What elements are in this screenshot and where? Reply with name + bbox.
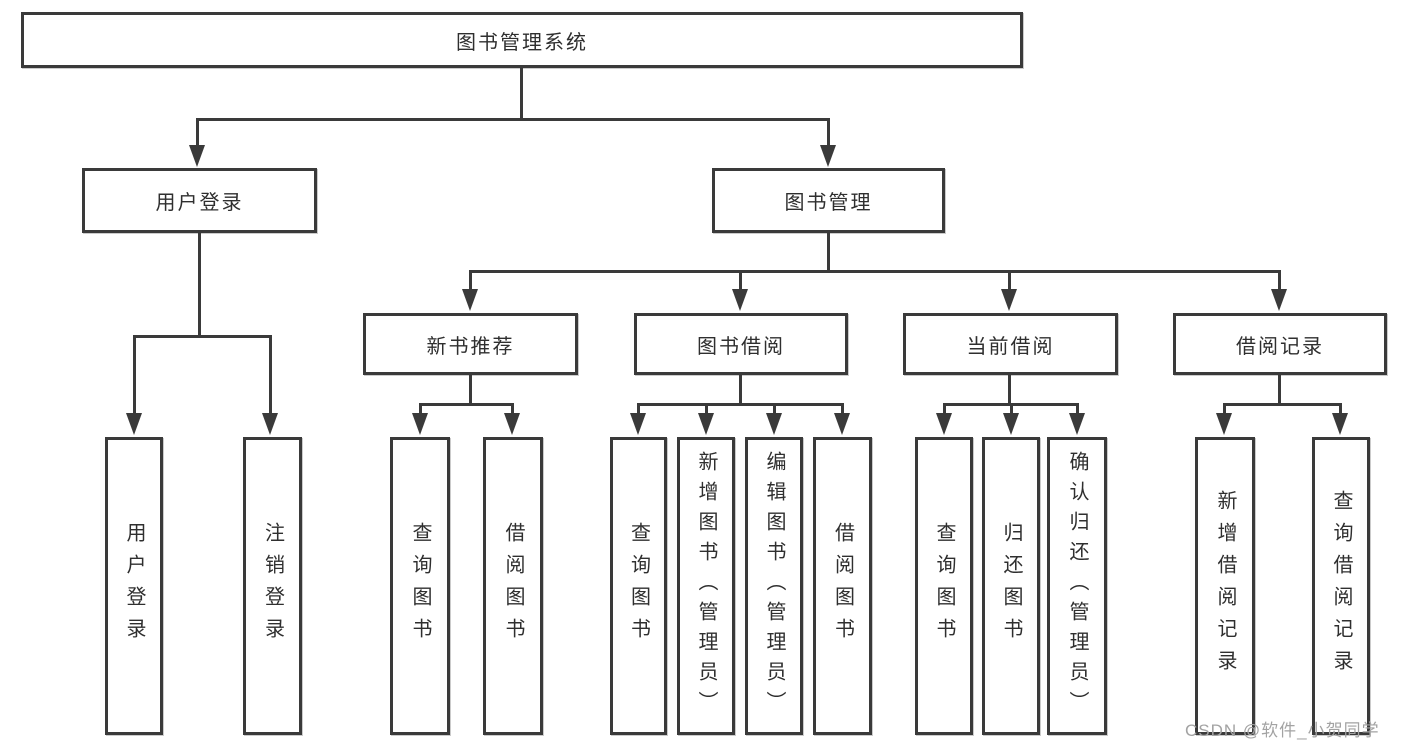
node-label: 借阅记录: [1236, 335, 1324, 358]
connector-book-mgmt-stem: [827, 233, 830, 272]
node-label: 图书管理系统: [456, 31, 588, 54]
node-leaf-user-login: 用户登录: [105, 437, 163, 735]
node-label: 新增借阅记录: [1214, 490, 1236, 682]
node-label: 用户登录: [155, 192, 244, 214]
node-label: 注销登录: [261, 522, 284, 650]
connector-drop-br-add: [1223, 403, 1226, 416]
connector-drop-bb-add: [705, 403, 708, 416]
connector-root-stem: [520, 68, 523, 120]
node-library-management-system: 图书管理系统: [21, 12, 1023, 68]
arrowhead-current-borrow: [1001, 289, 1017, 311]
connector-user-login-branch: [134, 335, 272, 338]
node-label: 当前借阅: [966, 335, 1055, 358]
connector-book-mgmt-branch: [470, 270, 1280, 273]
arrowhead-book-borrow: [732, 289, 748, 311]
arrowhead-cb-confirm: [1069, 413, 1085, 435]
node-borrowing-records: 借阅记录: [1173, 313, 1387, 375]
arrowhead-rec-query: [412, 413, 428, 435]
node-leaf-br-query-record: 查询借阅记录: [1312, 437, 1370, 735]
node-new-book-recommend: 新书推荐: [363, 313, 578, 375]
node-current-borrowing: 当前借阅: [903, 313, 1118, 375]
node-book-management: 图书管理: [712, 168, 945, 233]
connector-drop-cb-confirm: [1076, 403, 1079, 416]
node-leaf-bb-query-books: 查询图书: [610, 437, 667, 735]
arrowhead-user-login: [189, 145, 205, 167]
arrowhead-bb-add: [698, 413, 714, 435]
arrowhead-bb-edit: [766, 413, 782, 435]
connector-drop-rec-borrow: [511, 403, 514, 416]
arrowhead-ul-login: [126, 413, 142, 435]
arrowhead-br-query: [1332, 413, 1348, 435]
connector-new-book-rec-stem: [469, 375, 472, 405]
node-label: 查询图书: [409, 522, 431, 650]
arrowhead-new-book-rec: [462, 289, 478, 311]
node-label: 编辑图书（管理员）: [763, 451, 785, 721]
node-leaf-br-add-record: 新增借阅记录: [1195, 437, 1255, 735]
node-label: 图书管理: [784, 192, 873, 214]
connector-root-branch: [197, 118, 830, 121]
arrowhead-borrow-records: [1271, 289, 1287, 311]
csdn-watermark: CSDN @软件_小贺同学: [1185, 721, 1380, 740]
connector-drop-current-borrow: [1008, 270, 1011, 292]
connector-current-borrow-stem: [1008, 375, 1011, 405]
arrowhead-cb-query: [936, 413, 952, 435]
node-label: 新书推荐: [426, 335, 515, 358]
node-label: 用户登录: [123, 522, 145, 650]
connector-user-login-stem: [198, 233, 201, 337]
connector-new-book-rec-branch: [420, 403, 514, 406]
node-label: 图书借阅: [697, 335, 785, 358]
arrowhead-book-mgmt: [820, 145, 836, 167]
node-leaf-rec-query-books: 查询图书: [390, 437, 450, 735]
connector-drop-book-borrow: [739, 270, 742, 292]
node-label: 借阅图书: [502, 522, 524, 650]
connector-drop-ul-login: [133, 335, 136, 415]
node-label: 借阅图书: [831, 522, 854, 650]
node-leaf-bb-borrow-books: 借阅图书: [813, 437, 872, 735]
node-leaf-cb-return-books: 归还图书: [982, 437, 1040, 735]
connector-borrow-records-branch: [1224, 403, 1342, 406]
node-book-borrowing: 图书借阅: [634, 313, 848, 375]
connector-book-borrow-stem: [739, 375, 742, 405]
connector-drop-book-mgmt: [827, 118, 830, 148]
connector-drop-bb-query: [637, 403, 640, 416]
connector-drop-bb-edit: [773, 403, 776, 416]
connector-drop-borrow-records: [1278, 270, 1281, 292]
connector-drop-user-login: [196, 118, 199, 148]
node-label: 查询图书: [627, 522, 650, 650]
arrowhead-cb-return: [1003, 413, 1019, 435]
node-label: 新增图书（管理员）: [695, 451, 717, 721]
connector-drop-new-book-rec: [469, 270, 472, 292]
arrowhead-bb-query: [630, 413, 646, 435]
connector-book-borrow-branch: [638, 403, 843, 406]
node-leaf-rec-borrow-books: 借阅图书: [483, 437, 543, 735]
node-user-login: 用户登录: [82, 168, 317, 233]
node-label: 归还图书: [1000, 522, 1022, 650]
node-leaf-cb-query-books: 查询图书: [915, 437, 973, 735]
connector-drop-cb-return: [1010, 403, 1013, 416]
node-label: 查询借阅记录: [1330, 490, 1352, 682]
node-leaf-logout: 注销登录: [243, 437, 302, 735]
connector-drop-rec-query: [419, 403, 422, 416]
connector-borrow-records-stem: [1278, 375, 1281, 405]
node-leaf-bb-edit-books-admin: 编辑图书（管理员）: [745, 437, 803, 735]
connector-drop-ul-logout: [269, 335, 272, 415]
node-leaf-bb-add-books-admin: 新增图书（管理员）: [677, 437, 735, 735]
node-leaf-cb-confirm-return-admin: 确认归还（管理员）: [1047, 437, 1107, 735]
node-label: 确认归还（管理员）: [1066, 451, 1088, 721]
arrowhead-rec-borrow: [504, 413, 520, 435]
arrowhead-br-add: [1216, 413, 1232, 435]
connector-drop-br-query: [1339, 403, 1342, 416]
connector-drop-bb-borrow: [841, 403, 844, 416]
arrowhead-bb-borrow: [834, 413, 850, 435]
node-label: 查询图书: [933, 522, 955, 650]
arrowhead-ul-logout: [262, 413, 278, 435]
connector-drop-cb-query: [943, 403, 946, 416]
